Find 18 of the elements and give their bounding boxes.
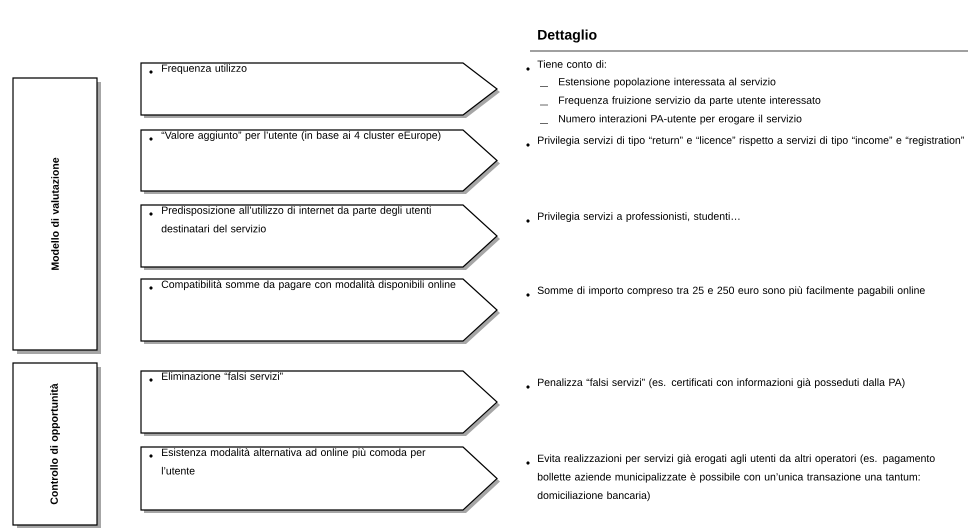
detail-text: Frequenza fruizione servizio da parte utente interessato [559,96,820,106]
chevron-box: Predisposizione all’utilizzo di internet da parte degli utenti destinatari del servizio [140,204,500,270]
chevron-box: Compatibilità somme da pagare con modalità disponibili online [140,278,500,344]
detail-text: Estensione popolazione interessata al servizio [559,78,776,88]
detail-text: Privilegia servizi di tipo “return” e “licence” rispetto a servizi di tipo “income” e “registration” [538,136,964,146]
chevron-box: Esistenza modalità alternativa ad online più comoda per l’utente [140,446,500,513]
chevron-box: Frequenza utilizzo [140,62,500,118]
chevron-box: Eliminazione “falsi servizi” [140,370,500,436]
detail-text: Privilegia servizi a professionisti, studenti… [538,212,740,222]
detail-text: Penalizza “falsi servizi” (es. certificati con informazioni già posseduti dalla PA) [538,378,905,388]
chevron-box: “Valore aggiunto” per l’utente (in base ai 4 cluster eEurope) [140,129,500,194]
heading: Dettaglio [538,29,597,43]
group-box: Modello di valutazione [12,77,101,354]
detail-text: Somme di importo compreso tra 25 e 250 euro sono più facilmente pagabili online [538,286,925,296]
detail-text: Tiene conto di: [537,60,606,68]
detail-text: Evita realizzazioni per servizi già erogati agli utenti da altri operatori (es. pagamento bollette aziende municipalizzate è possibile con un’unica transazione una tantum: domiciliazione bancaria) [538,454,935,502]
group-box: Controllo di opportunità [12,362,101,528]
detail-text: Numero interazioni PA-utente per erogare il servizio [559,114,802,124]
